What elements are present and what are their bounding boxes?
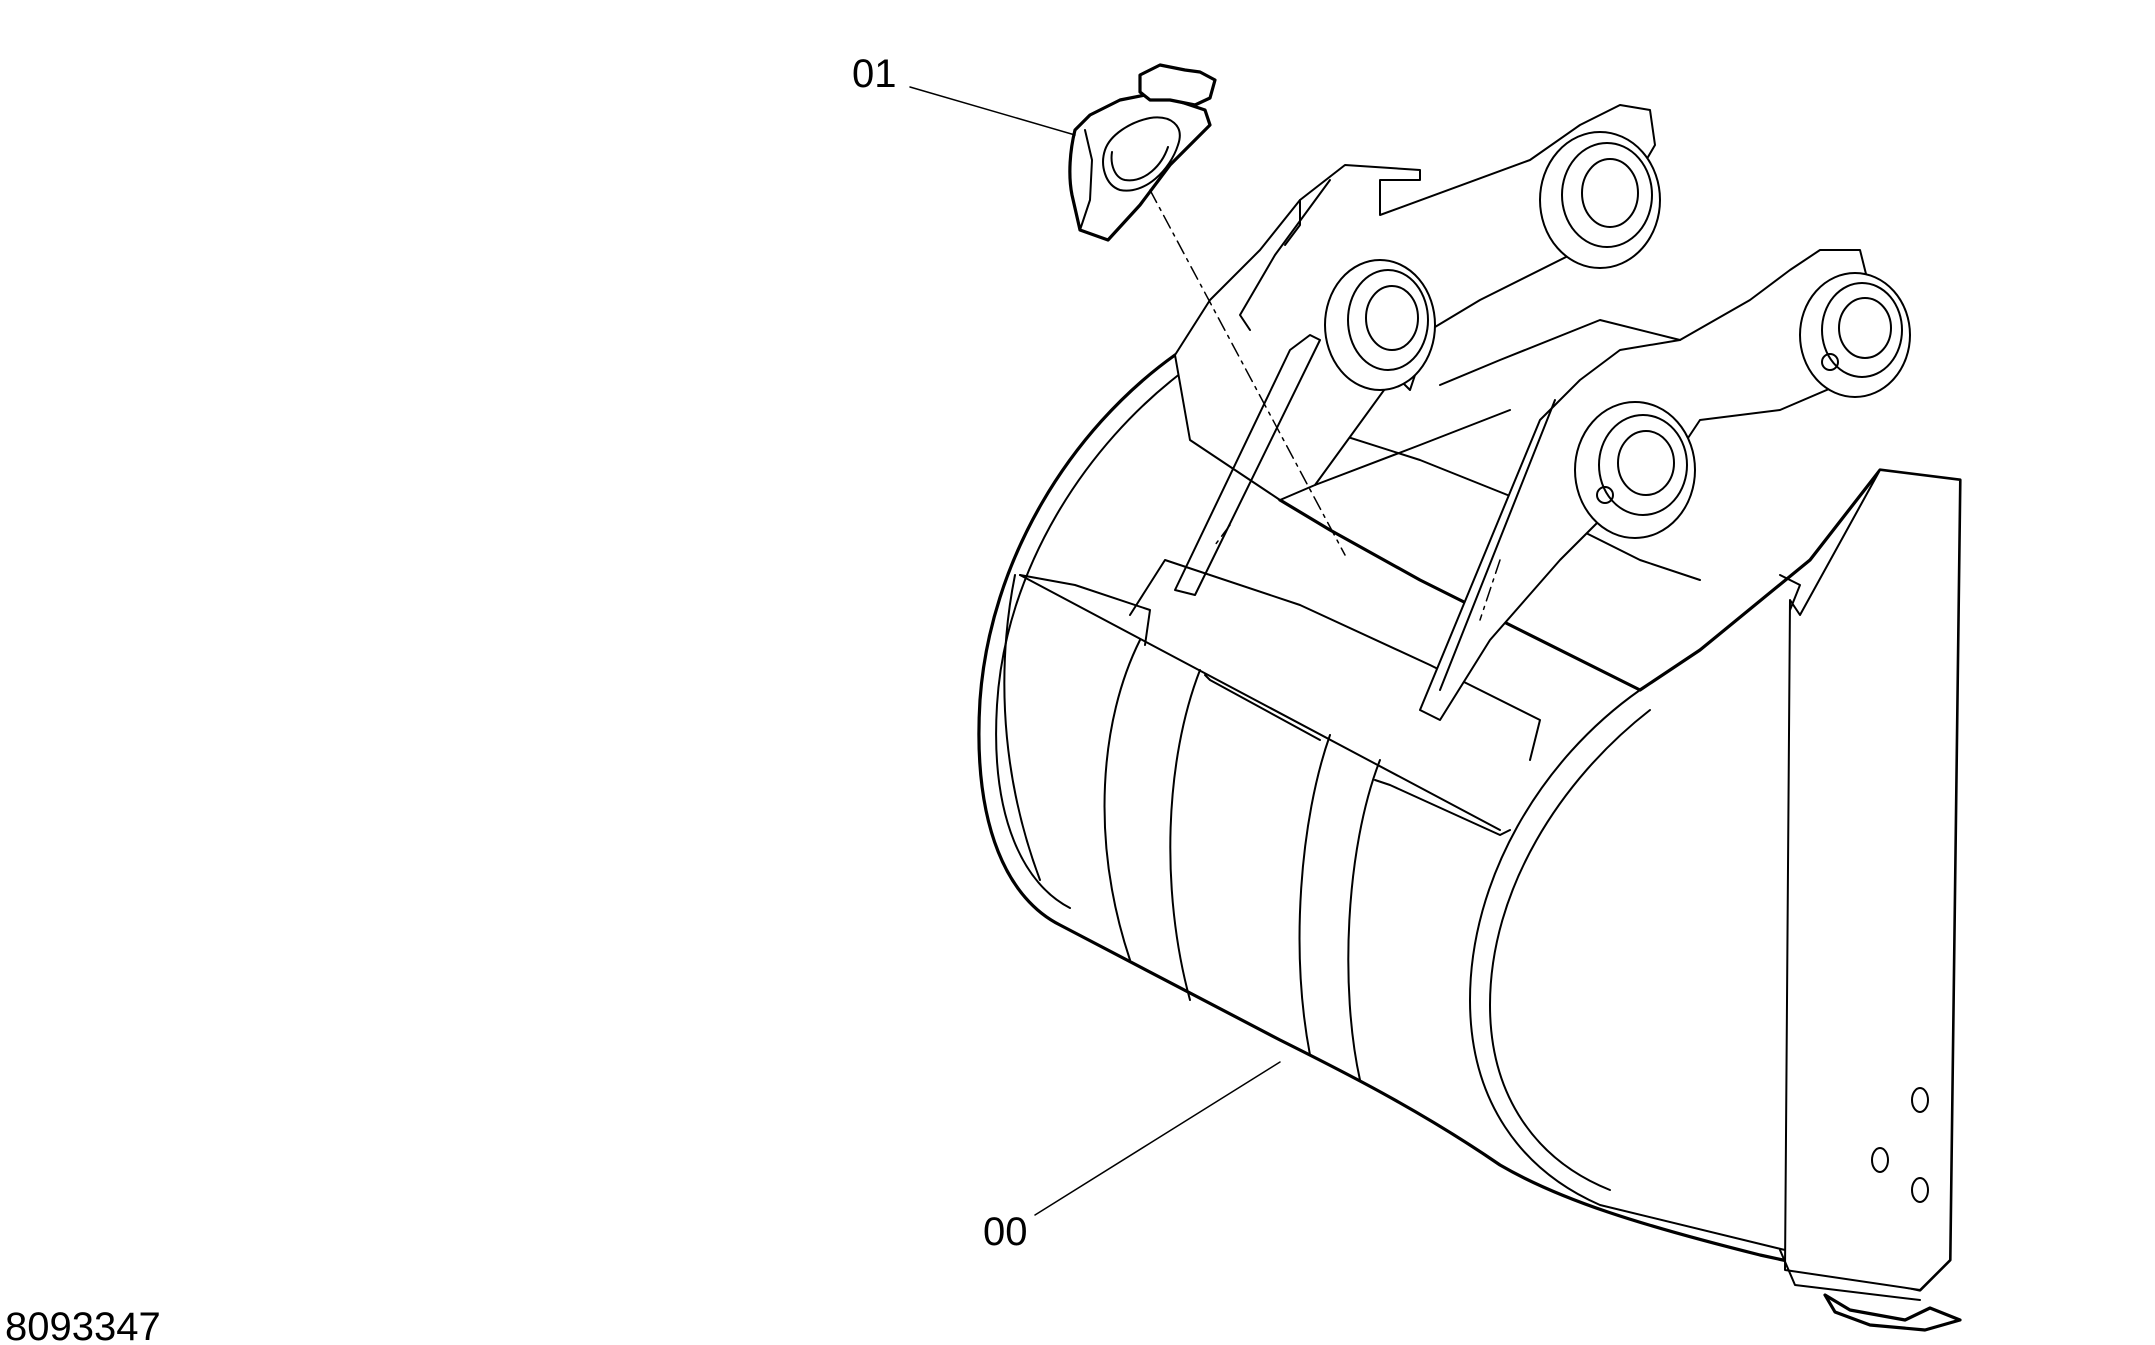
side-hole-2 — [1871, 1147, 1889, 1173]
left-lower-boss — [1324, 259, 1436, 391]
side-plate-front-edge — [1779, 574, 1801, 611]
adapter-inner-ring-2 — [1110, 146, 1169, 182]
wear-band-5 — [1347, 759, 1381, 1081]
wear-band-2 — [1103, 639, 1141, 961]
top-panel-segment-1 — [1019, 574, 1151, 646]
bucket-body — [977, 104, 1962, 1332]
side-plate — [1784, 469, 1961, 1291]
cutting-edge — [1779, 1249, 1921, 1301]
left-hanger-inner — [1239, 179, 1331, 331]
side-plate-inner-curve-2 — [1489, 709, 1651, 1191]
side-plate-inner-curve — [1469, 689, 1786, 1251]
left-rib-hidden — [1214, 524, 1231, 546]
top-panel-segment-2 — [1204, 674, 1321, 741]
top-panel-edge — [1019, 574, 1501, 831]
cross-tube-top — [1439, 319, 1681, 386]
tooth-tip — [1823, 1293, 1962, 1332]
leader-line-01 — [909, 86, 1076, 136]
callout-00-label: 00 — [983, 1210, 1028, 1254]
wear-band-4 — [1298, 734, 1331, 1056]
bucket-shell-outline — [977, 353, 1962, 1292]
leader-line-00 — [1034, 1061, 1281, 1216]
right-hanger-hidden — [1479, 559, 1501, 621]
left-hanger-edge — [1284, 199, 1301, 246]
wear-band-3 — [1169, 669, 1201, 1001]
callout-01-label: 01 — [852, 52, 897, 96]
bucket-rim-line — [995, 369, 1186, 909]
cross-tube-bottom — [1314, 409, 1511, 486]
top-panel-segment-3 — [1374, 779, 1511, 836]
left-upper-boss — [1539, 131, 1661, 269]
leader-line-01-to-bucket — [1149, 189, 1346, 556]
adapter-top-clip — [1138, 63, 1217, 107]
right-lower-boss — [1574, 401, 1696, 539]
side-hole-3 — [1911, 1177, 1929, 1203]
wear-band-1 — [1003, 574, 1041, 881]
side-hole-1 — [1911, 1087, 1929, 1113]
right-upper-boss — [1799, 272, 1911, 398]
left-rib — [1174, 334, 1321, 596]
adapter-side-face — [1079, 129, 1093, 231]
right-hanger-inner — [1439, 399, 1556, 691]
rear-top-plate — [1129, 559, 1541, 761]
drawing-number: 8093347 — [5, 1305, 161, 1345]
adapter-inner-ring — [1102, 116, 1181, 192]
tooth-adapter — [1068, 63, 1217, 242]
